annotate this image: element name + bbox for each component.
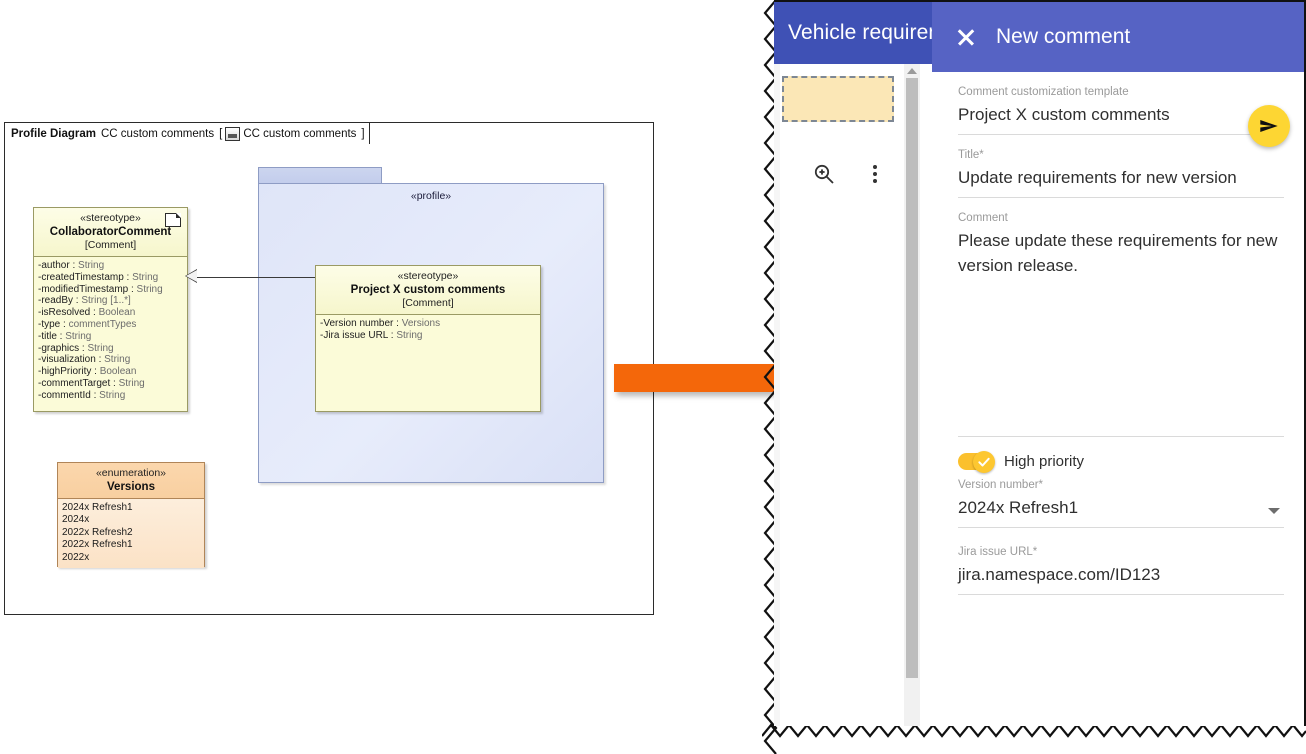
torn-edge-bottom: [762, 723, 1306, 738]
profile-package-tab: [258, 167, 382, 184]
field-label: Comment: [958, 212, 1008, 224]
zoom-in-icon[interactable]: [812, 162, 836, 186]
enum-literal: 2024x: [62, 514, 90, 526]
enum-literal: 2022x Refresh2: [62, 526, 133, 538]
field-label: Jira issue URL*: [958, 546, 1038, 558]
enum-header: «enumeration» Versions: [58, 463, 204, 498]
class-metaclass: [Comment]: [402, 297, 454, 309]
high-priority-toggle[interactable]: [958, 450, 995, 473]
class-collaborator-comment[interactable]: «stereotype» CollaboratorComment [Commen…: [33, 207, 188, 412]
toggle-knob: [973, 450, 995, 473]
field-value: jira.namespace.com/ID123: [958, 565, 1161, 584]
selected-comment-note[interactable]: [782, 76, 894, 122]
enum-name: Versions: [107, 481, 155, 493]
bracket-close: ]: [361, 127, 365, 140]
class-header: «stereotype» CollaboratorComment [Commen…: [34, 208, 187, 256]
attribute-item: -type : commentTypes: [38, 318, 137, 330]
attribute-item: -Jira issue URL : String: [320, 329, 423, 341]
app-screenshot: Vehicle requirements_review: [762, 0, 1306, 754]
diagram-icon: [225, 126, 241, 141]
class-name: CollaboratorComment: [49, 226, 172, 238]
send-comment-button[interactable]: [1248, 105, 1290, 147]
chevron-down-icon[interactable]: [1268, 508, 1280, 514]
scrollbar-thumb[interactable]: [906, 78, 918, 678]
enum-literal: 2024x Refresh1: [62, 502, 133, 513]
generalization-line: [197, 276, 315, 278]
close-icon[interactable]: [954, 25, 978, 49]
diagram-owner-label: CC custom comments: [243, 127, 357, 140]
field-template[interactable]: Comment customization template Project X…: [958, 72, 1284, 135]
attribute-list: -author : String-createdTimestamp : Stri…: [34, 256, 187, 406]
app-window: Vehicle requirements_review: [774, 0, 1306, 726]
attribute-item: -createdTimestamp : String: [38, 271, 159, 283]
diagram-tab-header: Profile Diagram CC custom comments [ CC …: [4, 122, 370, 144]
class-header: «stereotype» Project X custom comments […: [316, 266, 540, 314]
field-value: Please update these requirements for new…: [958, 231, 1278, 275]
attribute-item: -commentId : String: [38, 389, 126, 401]
class-stereotype: «stereotype»: [80, 212, 141, 224]
profile-stereotype-label: «profile»: [410, 190, 452, 202]
bracket-open: [: [219, 127, 223, 140]
attribute-item: -title : String: [38, 330, 92, 342]
field-label: Title*: [958, 149, 984, 161]
field-label: Comment customization template: [958, 86, 1129, 98]
class-stereotype: «stereotype»: [397, 270, 459, 282]
attribute-item: -graphics : String: [38, 342, 114, 354]
field-high-priority[interactable]: High priority: [958, 437, 1284, 474]
panel-title: New comment: [996, 25, 1131, 48]
comment-form: Comment customization template Project X…: [932, 72, 1304, 595]
attribute-item: -modifiedTimestamp : String: [38, 283, 163, 295]
new-comment-panel: New comment Comment customization templa…: [932, 2, 1304, 726]
field-comment[interactable]: Comment Please update these requirements…: [958, 198, 1284, 437]
attribute-item: -Version number : Versions: [320, 318, 441, 329]
attribute-item: -isResolved : Boolean: [38, 307, 136, 319]
enum-literal: 2022x Refresh1: [62, 539, 133, 551]
more-vert-icon[interactable]: [866, 162, 884, 186]
attribute-item: -visualization : String: [38, 354, 131, 366]
field-title[interactable]: Title* Update requirements for new versi…: [958, 135, 1284, 198]
diagram-name-label: CC custom comments: [101, 127, 215, 140]
note-toolbar: [782, 134, 898, 304]
attribute-list: -Version number : Versions-Jira issue UR…: [316, 314, 540, 346]
send-icon: [1260, 120, 1278, 132]
scroll-up-arrow-icon[interactable]: [907, 68, 917, 74]
field-value: Update requirements for new version: [958, 168, 1237, 187]
panel-header: New comment: [932, 2, 1304, 72]
vertical-scrollbar[interactable]: [904, 64, 920, 726]
field-value: 2024x Refresh1: [958, 498, 1079, 517]
high-priority-label: High priority: [1004, 453, 1085, 470]
class-project-x-custom-comments[interactable]: «stereotype» Project X custom comments […: [315, 265, 541, 412]
enum-stereotype: «enumeration»: [95, 467, 167, 479]
class-name: Project X custom comments: [350, 284, 506, 296]
note-icon: [165, 213, 181, 227]
diagram-kind-label: Profile Diagram: [11, 127, 96, 140]
generalization-arrowhead-fill: [186, 270, 197, 282]
attribute-item: -readBy : String [1..*]: [38, 295, 131, 307]
field-version-number[interactable]: Version number* 2024x Refresh1: [958, 474, 1284, 528]
attribute-item: -commentTarget : String: [38, 377, 145, 389]
attribute-item: -author : String: [38, 260, 105, 271]
check-icon: [978, 457, 990, 466]
enum-literal: 2022x: [62, 551, 90, 563]
attribute-item: -highPriority : Boolean: [38, 366, 137, 378]
field-value: Project X custom comments: [958, 105, 1170, 124]
class-metaclass: [Comment]: [84, 239, 137, 251]
field-label: Version number*: [958, 479, 1044, 491]
field-jira-url[interactable]: Jira issue URL* jira.namespace.com/ID123: [958, 528, 1284, 595]
